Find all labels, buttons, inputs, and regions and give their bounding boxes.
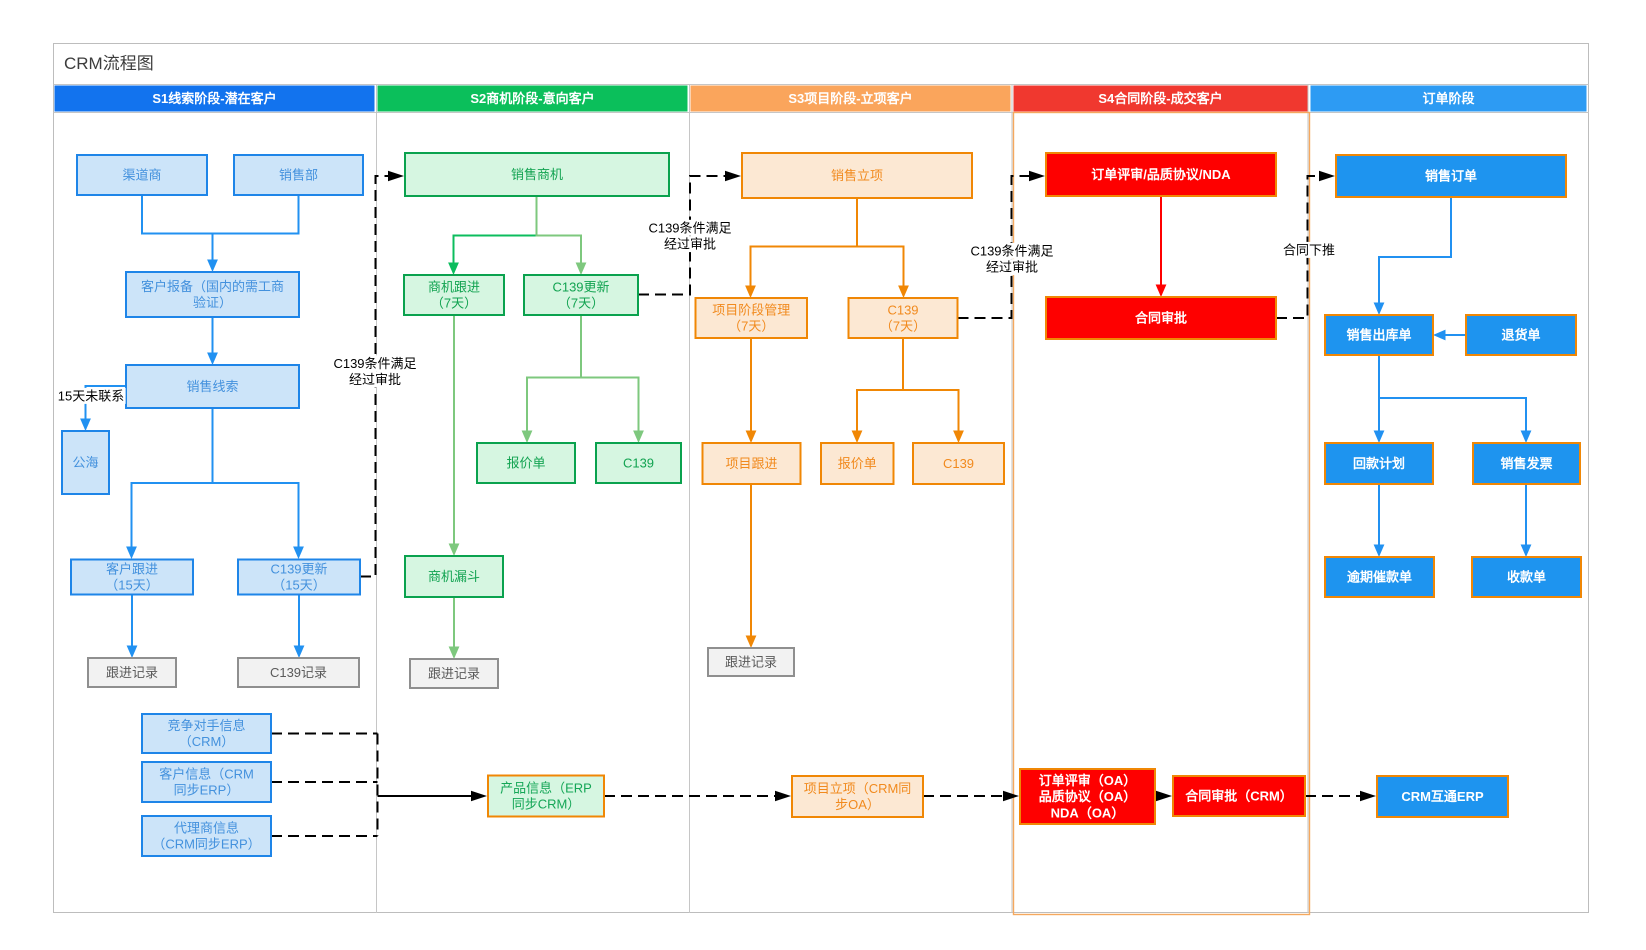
svg-text:报价单: 报价单: [838, 456, 877, 471]
svg-text:跟进记录: 跟进记录: [106, 665, 158, 680]
svg-text:代理商信息: 代理商信息: [174, 821, 239, 836]
svg-text:（15天）: （15天）: [272, 578, 325, 593]
svg-text:C139更新: C139更新: [270, 562, 327, 577]
svg-text:C139: C139: [943, 456, 974, 471]
svg-text:跟进记录: 跟进记录: [428, 666, 480, 681]
svg-text:项目跟进: 项目跟进: [725, 456, 777, 471]
svg-text:销售立项: 销售立项: [831, 168, 883, 183]
svg-text:跟进记录: 跟进记录: [725, 655, 777, 670]
svg-text:步OA）: 步OA）: [835, 797, 880, 812]
svg-text:竞争对手信息: 竞争对手信息: [167, 718, 245, 733]
svg-text:回款计划: 回款计划: [1353, 456, 1405, 471]
svg-text:S1线索阶段-潜在客户: S1线索阶段-潜在客户: [152, 91, 276, 106]
svg-text:（7天）: （7天）: [728, 319, 774, 334]
svg-text:经过审批: 经过审批: [349, 372, 401, 387]
svg-text:订单评审（OA）: 订单评审（OA）: [1039, 773, 1137, 788]
svg-text:（7天）: （7天）: [558, 296, 604, 311]
svg-text:（7天）: （7天）: [431, 296, 477, 311]
svg-text:销售出库单: 销售出库单: [1346, 328, 1411, 343]
svg-text:（CRM）: （CRM）: [179, 734, 235, 749]
svg-text:（CRM同步ERP）: （CRM同步ERP）: [152, 837, 260, 852]
svg-text:CRM互通ERP: CRM互通ERP: [1401, 789, 1484, 804]
svg-text:销售部: 销售部: [279, 168, 318, 183]
svg-text:公海: 公海: [72, 455, 98, 470]
svg-text:NDA（OA）: NDA（OA）: [1051, 805, 1125, 820]
svg-text:经过审批: 经过审批: [664, 237, 716, 252]
svg-text:合同审批（CRM）: 合同审批（CRM）: [1185, 789, 1293, 804]
svg-text:C139条件满足: C139条件满足: [333, 356, 416, 371]
svg-text:产品信息（ERP: 产品信息（ERP: [500, 781, 592, 796]
svg-text:退货单: 退货单: [1501, 328, 1540, 343]
svg-text:C139条件满足: C139条件满足: [970, 243, 1053, 258]
svg-text:渠道商: 渠道商: [122, 168, 161, 183]
svg-text:合同审批: 合同审批: [1135, 311, 1187, 326]
svg-text:订单阶段: 订单阶段: [1422, 91, 1474, 106]
svg-text:C139记录: C139记录: [270, 665, 327, 680]
svg-text:销售发票: 销售发票: [1500, 456, 1552, 471]
svg-text:C139更新: C139更新: [552, 280, 609, 295]
svg-text:客户信息（CRM: 客户信息（CRM: [159, 767, 254, 782]
svg-text:C139: C139: [887, 303, 918, 318]
svg-text:合同下推: 合同下推: [1283, 243, 1335, 258]
svg-text:商机漏斗: 商机漏斗: [428, 569, 480, 584]
svg-text:S2商机阶段-意向客户: S2商机阶段-意向客户: [470, 91, 594, 106]
svg-text:销售商机: 销售商机: [511, 167, 563, 182]
svg-text:销售线索: 销售线索: [186, 379, 238, 394]
svg-text:客户报备（国内的需工商: 客户报备（国内的需工商: [141, 279, 284, 294]
svg-text:验证）: 验证）: [193, 295, 232, 310]
svg-text:项目阶段管理: 项目阶段管理: [712, 303, 790, 318]
svg-text:S4合同阶段-成交客户: S4合同阶段-成交客户: [1098, 91, 1222, 106]
svg-text:报价单: 报价单: [506, 456, 545, 471]
svg-text:品质协议（OA）: 品质协议（OA）: [1039, 789, 1137, 804]
svg-text:同步CRM）: 同步CRM）: [512, 797, 581, 812]
svg-text:（7天）: （7天）: [880, 319, 926, 334]
svg-text:客户跟进: 客户跟进: [106, 562, 158, 577]
svg-text:逾期催款单: 逾期催款单: [1347, 570, 1412, 585]
svg-text:项目立项（CRM同: 项目立项（CRM同: [804, 781, 912, 796]
svg-text:商机跟进: 商机跟进: [428, 280, 480, 295]
svg-text:经过审批: 经过审批: [986, 260, 1038, 275]
svg-text:15天未联系: 15天未联系: [58, 389, 124, 404]
svg-text:同步ERP）: 同步ERP）: [174, 783, 240, 798]
svg-text:C139: C139: [623, 456, 654, 471]
svg-text:（15天）: （15天）: [105, 578, 158, 593]
svg-text:S3项目阶段-立项客户: S3项目阶段-立项客户: [788, 91, 912, 106]
svg-text:销售订单: 销售订单: [1425, 169, 1477, 184]
svg-text:C139条件满足: C139条件满足: [648, 220, 731, 235]
svg-text:收款单: 收款单: [1507, 570, 1546, 585]
svg-text:CRM流程图: CRM流程图: [64, 54, 154, 73]
svg-text:订单评审/品质协议/NDA: 订单评审/品质协议/NDA: [1091, 167, 1231, 182]
